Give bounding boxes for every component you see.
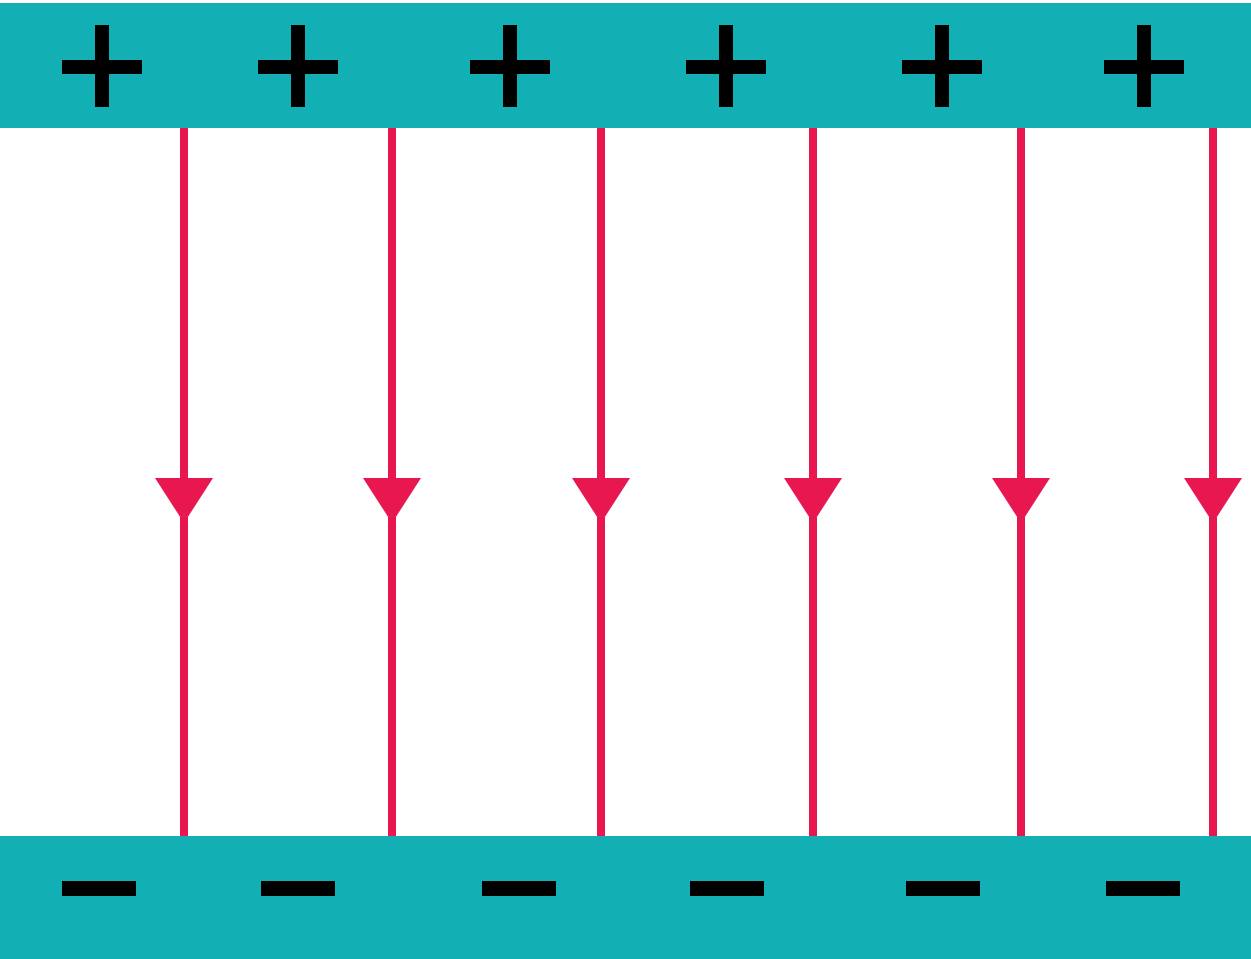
plus-icon — [686, 25, 766, 107]
arrowhead-down-icon — [784, 478, 842, 523]
minus-icon — [62, 881, 136, 896]
minus-icon — [261, 881, 335, 896]
field-line — [1184, 126, 1242, 838]
plus-icon — [470, 25, 550, 107]
minus-icon — [690, 881, 764, 896]
arrowhead-down-icon — [155, 478, 213, 523]
negative-plate — [0, 836, 1251, 959]
plus-icon — [258, 25, 338, 107]
arrowhead-down-icon — [572, 478, 630, 523]
field-line — [363, 126, 421, 838]
arrowhead-down-icon — [992, 478, 1050, 523]
plus-icon — [1104, 25, 1184, 107]
field-line — [155, 126, 213, 838]
minus-icon — [1106, 881, 1180, 896]
plus-icon — [902, 25, 982, 107]
plus-icon — [62, 25, 142, 107]
positive-charge-symbols — [62, 25, 1184, 107]
arrowhead-down-icon — [363, 478, 421, 523]
minus-icon — [482, 881, 556, 896]
field-line — [992, 126, 1050, 838]
field-lines — [155, 126, 1242, 838]
negative-charge-symbols — [62, 881, 1180, 896]
positive-plate — [0, 3, 1251, 128]
arrowhead-down-icon — [1184, 478, 1242, 523]
minus-icon — [906, 881, 980, 896]
field-line — [572, 126, 630, 838]
field-line — [784, 126, 842, 838]
